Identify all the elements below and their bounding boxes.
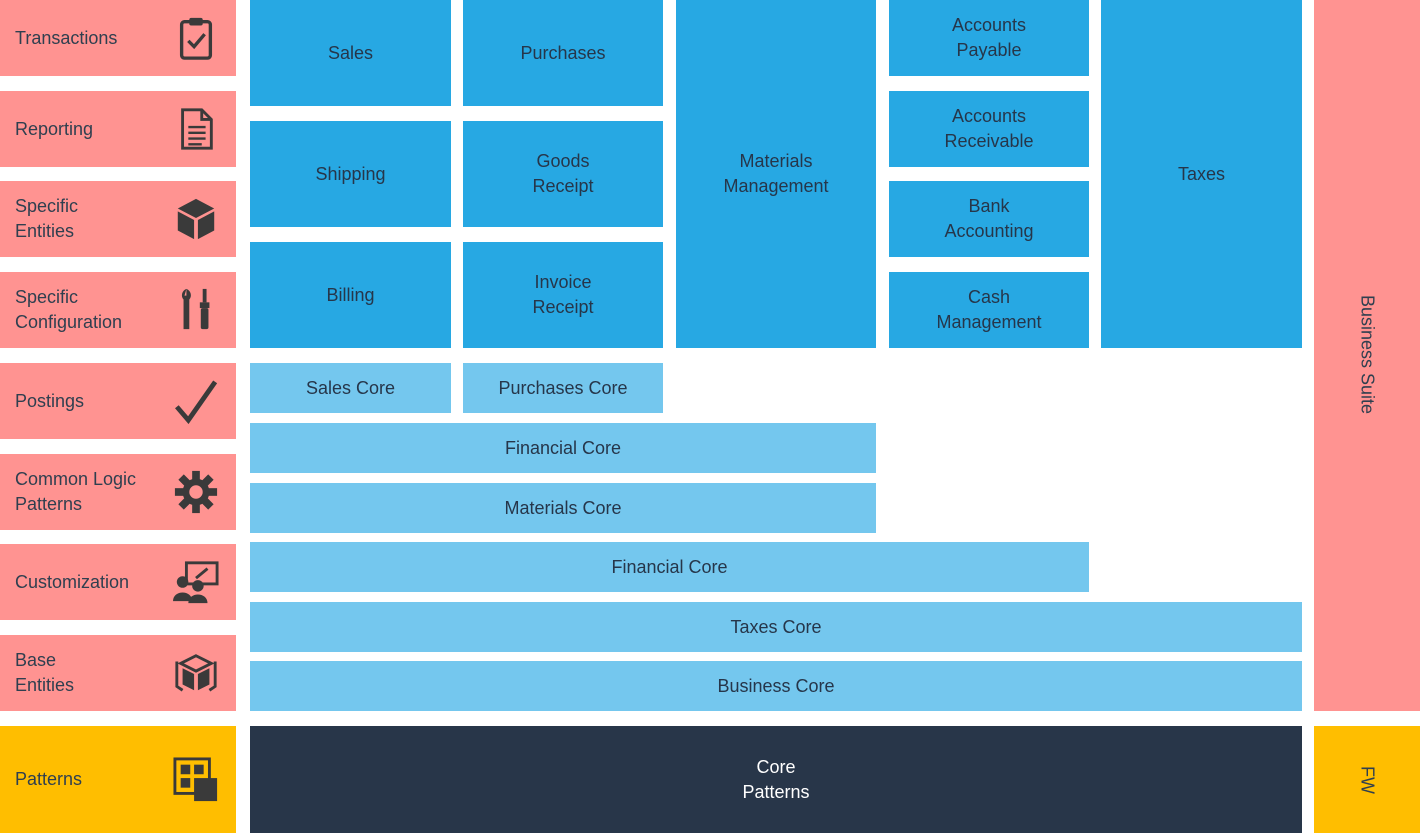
presentation-users-icon [172, 558, 220, 606]
core-business: Business Core [250, 661, 1302, 711]
layer-label: Customization [15, 571, 130, 592]
core-materials: Materials Core [250, 483, 876, 533]
core-purchases: Purchases Core [463, 363, 663, 413]
module-accounts-payable: Accounts Payable [889, 0, 1089, 76]
layer-reporting: Reporting [0, 91, 236, 167]
layer-specific-entities: Specific Entities [0, 181, 236, 257]
layer-label: Postings [15, 390, 85, 411]
module-shipping: Shipping [250, 121, 451, 227]
open-cube-icon [172, 649, 220, 697]
layer-label: Specific Configuration [15, 287, 123, 332]
layer-label: Patterns [15, 769, 83, 789]
core-taxes: Taxes Core [250, 602, 1302, 652]
layer-label: Base Entities [15, 650, 75, 695]
module-goods-receipt: Goods Receipt [463, 121, 663, 227]
document-icon [172, 105, 220, 153]
module-cash-management: Cash Management [889, 272, 1089, 348]
business-suite-label: Business Suite [1357, 295, 1378, 415]
layer-common-logic-patterns: Common Logic Patterns [0, 454, 236, 530]
fw-label: FW [1357, 765, 1378, 794]
module-sales: Sales [250, 0, 451, 106]
layer-customization: Customization [0, 544, 236, 620]
core-sales: Sales Core [250, 363, 451, 413]
clipboard-check-icon [172, 14, 220, 62]
layer-postings: Postings [0, 363, 236, 439]
cube-icon [172, 195, 220, 243]
layer-base-entities: Base Entities [0, 635, 236, 711]
layer-label: Specific Entities [15, 196, 79, 241]
gear-icon [172, 468, 220, 516]
module-billing: Billing [250, 242, 451, 348]
layer-transactions: Transactions [0, 0, 236, 76]
tools-icon [172, 286, 220, 334]
core-financial-2: Financial Core [250, 542, 1089, 592]
business-suite-bar: Business Suite [1314, 0, 1420, 711]
fw-bar: FW [1314, 726, 1420, 833]
module-taxes: Taxes [1101, 0, 1302, 348]
layer-label: Transactions [15, 27, 118, 48]
checkmark-icon [172, 377, 220, 425]
module-bank-accounting: Bank Accounting [889, 181, 1089, 257]
core-financial-1: Financial Core [250, 423, 876, 473]
core-patterns: Core Patterns [250, 726, 1302, 833]
module-purchases: Purchases [463, 0, 663, 106]
layer-label: Common Logic Patterns [15, 469, 137, 514]
module-materials-management: Materials Management [676, 0, 876, 348]
layer-patterns: Patterns [0, 726, 236, 833]
layer-specific-configuration: Specific Configuration [0, 272, 236, 348]
module-invoice-receipt: Invoice Receipt [463, 242, 663, 348]
module-accounts-receivable: Accounts Receivable [889, 91, 1089, 167]
grid-layout-icon [172, 756, 220, 804]
layer-label: Reporting [15, 118, 94, 139]
